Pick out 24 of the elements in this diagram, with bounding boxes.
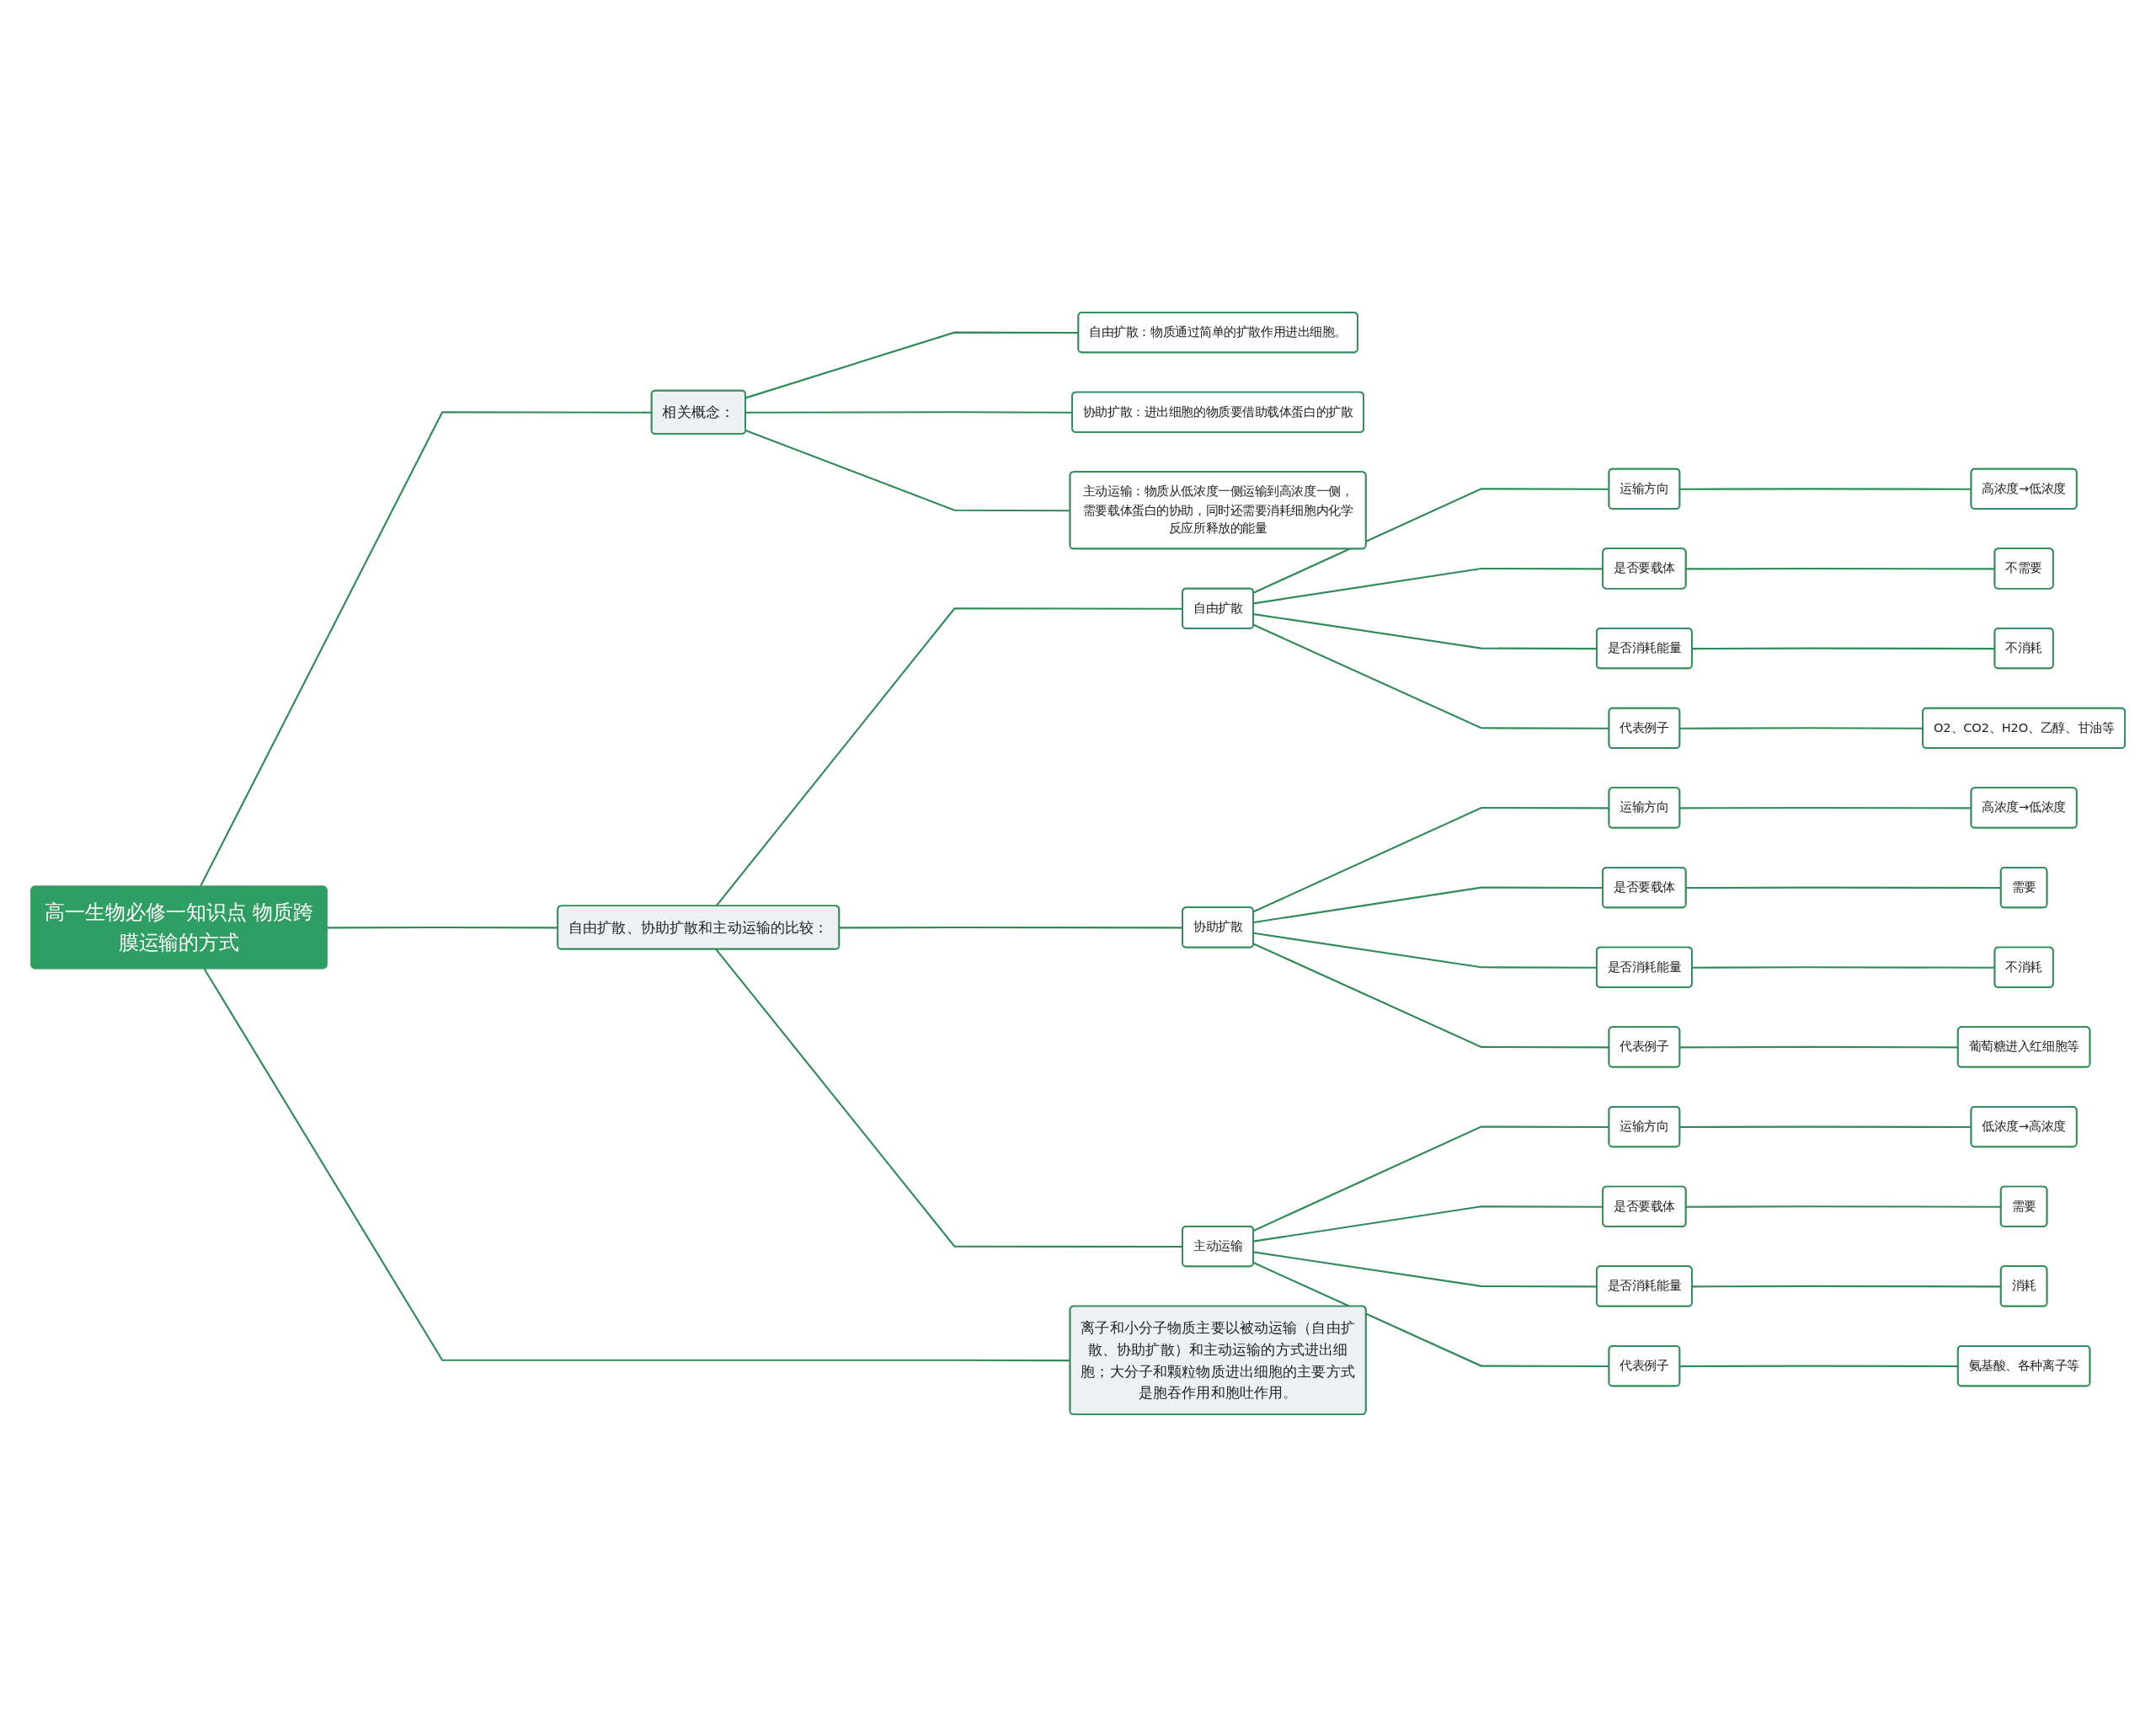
connector — [1692, 965, 1995, 969]
connector — [327, 926, 558, 929]
connector — [1686, 567, 1995, 570]
connector — [1253, 487, 1609, 594]
connector — [203, 968, 1070, 1361]
connector — [715, 607, 1183, 906]
connector — [1253, 1125, 1609, 1232]
connector — [1679, 726, 1924, 729]
connector — [1253, 1205, 1604, 1242]
connector — [1679, 1125, 1972, 1128]
connector — [745, 331, 1079, 398]
connector — [1253, 623, 1609, 729]
connector — [1253, 1261, 1609, 1367]
connector — [745, 429, 1070, 511]
connector — [1692, 647, 1995, 649]
connector — [715, 948, 1183, 1248]
connector — [1253, 806, 1609, 912]
connector — [1679, 487, 1972, 490]
connector — [1253, 886, 1604, 923]
connector — [1679, 806, 1972, 810]
connector — [745, 410, 1073, 414]
connector — [839, 926, 1183, 929]
connector — [1253, 943, 1609, 1048]
connector — [1253, 567, 1604, 604]
